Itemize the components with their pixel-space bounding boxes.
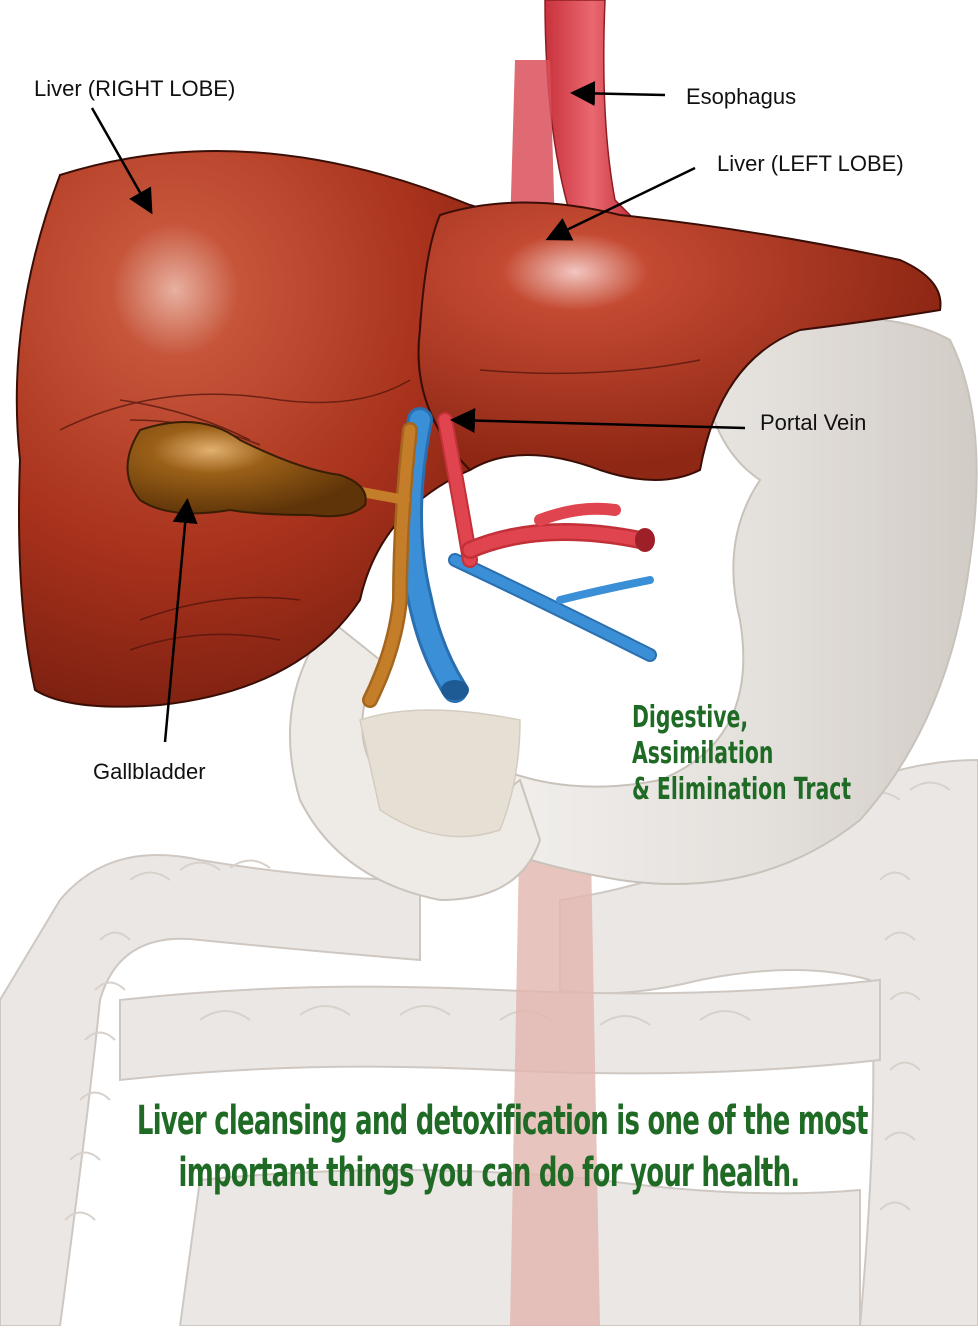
label-esophagus: Esophagus: [686, 84, 796, 110]
vein-opening: [441, 680, 469, 700]
caption-line2: important things you can do for your hea…: [137, 1147, 841, 1199]
caption: Liver cleansing and detoxification is on…: [0, 1095, 978, 1199]
artery-opening: [635, 528, 655, 552]
region-title: Digestive, Assimilation & Elimination Tr…: [632, 700, 867, 808]
aorta: [510, 800, 600, 1326]
label-liver-left-lobe: Liver (LEFT LOBE): [717, 151, 904, 177]
esophagus-tube: [510, 0, 640, 230]
label-portal-vein: Portal Vein: [760, 410, 866, 436]
caption-line1: Liver cleansing and detoxification is on…: [137, 1095, 841, 1147]
region-title-line1: Digestive, Assimilation: [632, 700, 867, 772]
region-title-line2: & Elimination Tract: [632, 772, 867, 808]
label-liver-right-lobe: Liver (RIGHT LOBE): [34, 76, 235, 102]
label-gallbladder: Gallbladder: [93, 759, 206, 785]
